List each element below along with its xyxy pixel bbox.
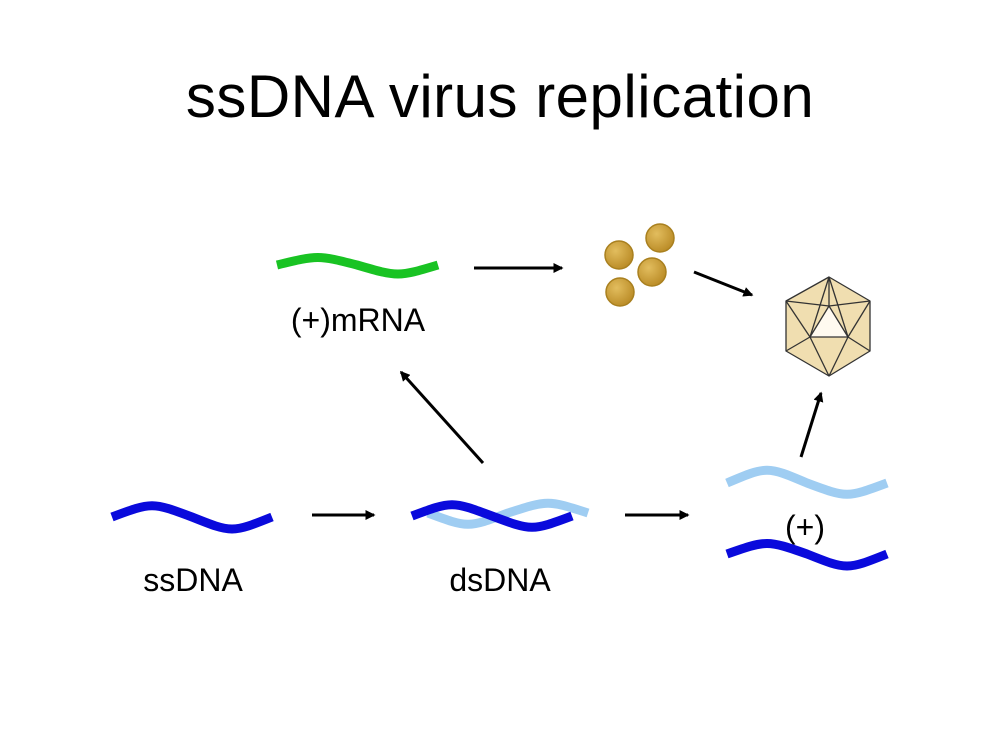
plus-strand-label: (+) — [785, 509, 825, 545]
protein-subunit — [605, 277, 635, 307]
dsdna-label: dsDNA — [449, 562, 551, 598]
arrow-dsdna-to-mrna — [399, 370, 485, 465]
protein-subunit — [645, 223, 675, 253]
protein-subunit — [637, 257, 667, 287]
arrow-strand-to-capsid — [799, 391, 824, 458]
dsdna-light-strand — [426, 498, 590, 529]
ssdna-strand — [110, 501, 274, 534]
protein-subunits — [604, 223, 675, 307]
mrna-strand — [275, 253, 440, 279]
dsdna-dark-strand — [410, 500, 574, 532]
protein-subunit — [604, 240, 634, 270]
minus-strand-dark — [725, 539, 889, 571]
mrna-label: (+)mRNA — [290, 302, 426, 338]
ssdna-label: ssDNA — [143, 562, 243, 598]
plus-strand-light — [725, 465, 889, 499]
arrow-protein-to-capsid — [693, 270, 754, 297]
capsid-icosahedron — [785, 276, 871, 377]
page-title: ssDNA virus replication — [185, 63, 815, 130]
